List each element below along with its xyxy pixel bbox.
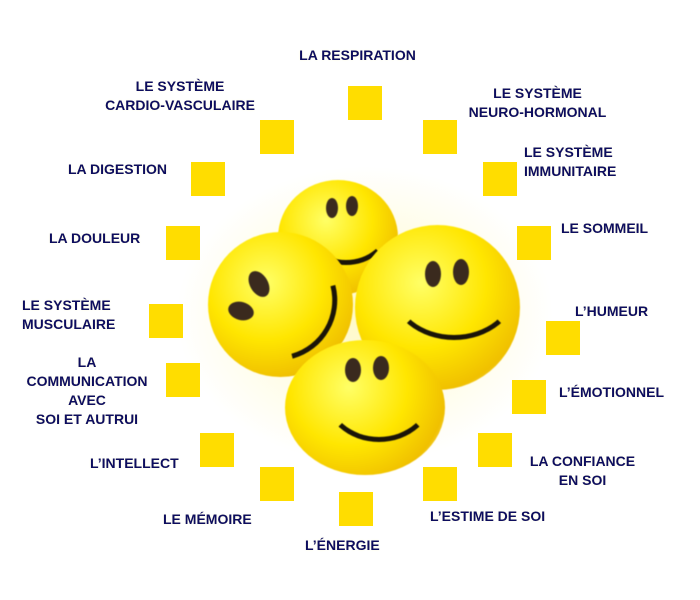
marker-neuro: [423, 120, 457, 154]
marker-memoire: [260, 467, 294, 501]
label-humeur: L’HUMEUR: [575, 303, 649, 319]
label-estime: L’ESTIME DE SOI: [430, 508, 546, 524]
marker-humeur: [546, 321, 580, 355]
label-digestion: LA DIGESTION: [68, 161, 168, 177]
label-intellect: L’INTELLECT: [90, 455, 179, 471]
marker-communication: [166, 363, 200, 397]
marker-emotionnel: [512, 380, 546, 414]
marker-douleur: [166, 226, 200, 260]
marker-respiration: [348, 86, 382, 120]
marker-intellect: [200, 433, 234, 467]
label-energie: L’ÉNERGIE: [305, 537, 380, 553]
marker-sommeil: [517, 226, 551, 260]
label-douleur: LA DOULEUR: [49, 230, 141, 246]
label-respiration: LA RESPIRATION: [299, 47, 416, 63]
marker-cardio: [260, 120, 294, 154]
marker-estime: [423, 467, 457, 501]
label-emotionnel: L’ÉMOTIONNEL: [559, 384, 664, 400]
marker-musculaire: [149, 304, 183, 338]
marker-energie: [339, 492, 373, 526]
marker-digestion: [191, 162, 225, 196]
marker-confiance: [478, 433, 512, 467]
smiley-bottom: [285, 340, 445, 475]
label-sommeil: LE SOMMEIL: [561, 220, 649, 236]
label-memoire: LE MÉMOIRE: [163, 511, 252, 527]
marker-immunitaire: [483, 162, 517, 196]
